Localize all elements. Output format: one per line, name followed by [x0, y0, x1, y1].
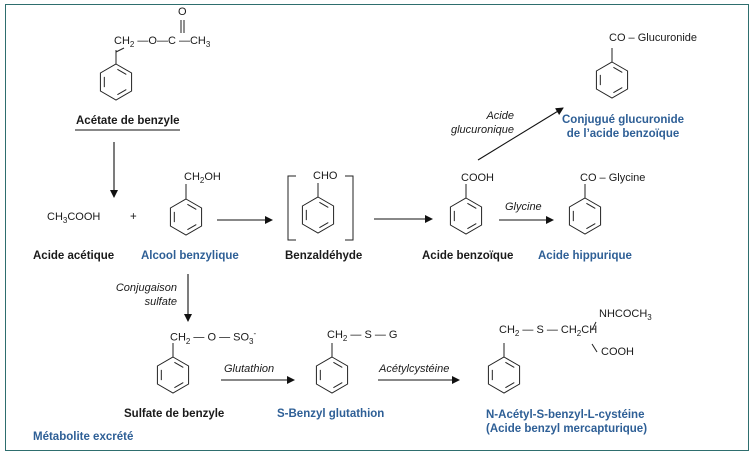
- mercapturic-acid-ring: [487, 343, 521, 394]
- benzyl-sulfate-formula: CH2 — O — SO3-: [170, 329, 257, 346]
- bracket-right: [345, 175, 354, 241]
- diagram-frame: [5, 4, 749, 451]
- hippuric-acid-name: Acide hippurique: [538, 250, 632, 262]
- bracket-left: [287, 175, 296, 241]
- benzoic-acid-ring: [449, 184, 483, 235]
- hippuric-acid-ring: [568, 184, 602, 235]
- reaction-label-acetylcysteine: Acétylcystéine: [379, 363, 450, 375]
- benzyl-acetate-formula: CH2 —O—C —CH3: [114, 35, 211, 50]
- acetic-acid-formula: CH3COOH: [47, 211, 101, 226]
- benzoic-acid-formula: COOH: [461, 172, 494, 184]
- s-benzyl-glutathione-formula: CH2 — S — G: [327, 329, 398, 344]
- reaction-label-glutathione: Glutathion: [224, 363, 275, 375]
- benzyl-acetate-name: Acétate de benzyle: [76, 115, 180, 127]
- reaction-label-glycine: Glycine: [505, 201, 542, 213]
- legend-excreted-metabolite: Métabolite excrété: [33, 431, 134, 443]
- arrow-glucuronidation: [477, 107, 564, 161]
- benzyl-sulfate-name: Sulfate de benzyle: [124, 408, 225, 420]
- acetic-acid-name: Acide acétique: [33, 250, 115, 262]
- benzyl-alcohol-ring: [169, 185, 203, 236]
- carbonyl-oxygen: O: [178, 6, 187, 18]
- bond-mercapturic-bottom: [591, 343, 598, 353]
- s-benzyl-glutathione-ring: [315, 343, 349, 394]
- hippuric-acid-formula: CO – Glycine: [580, 172, 646, 184]
- s-benzyl-glutathione-name: S-Benzyl glutathion: [277, 408, 385, 420]
- bond-benzyl-acetate: [115, 47, 125, 53]
- mercapturic-acid-formula: CH2 — S — CH2CH: [499, 324, 598, 339]
- mercapturic-acid-name: N-Acétyl-S-benzyl-L-cystéine(Acide benzy…: [486, 409, 648, 435]
- benzaldehyde-name: Benzaldéhyde: [285, 250, 363, 262]
- benzyl-alcohol-name: Alcool benzylique: [141, 250, 239, 262]
- plus-sign: +: [130, 211, 137, 223]
- benzaldehyde-ring: [301, 183, 335, 234]
- glucuronide-ring: [595, 48, 629, 99]
- mercapturic-top-group: NHCOCH3: [599, 308, 652, 323]
- benzaldehyde-formula: CHO: [313, 170, 338, 182]
- glucuronide-formula: CO – Glucuronide: [609, 32, 698, 44]
- bond-mercapturic-top: [591, 321, 597, 331]
- mercapturic-bottom-group: COOH: [601, 346, 634, 358]
- benzoic-acid-name: Acide benzoïque: [422, 250, 514, 262]
- benzyl-sulfate-ring: [156, 343, 190, 394]
- benzyl-alcohol-formula: CH2OH: [184, 171, 221, 186]
- benzyl-acetate-ring: [99, 50, 133, 101]
